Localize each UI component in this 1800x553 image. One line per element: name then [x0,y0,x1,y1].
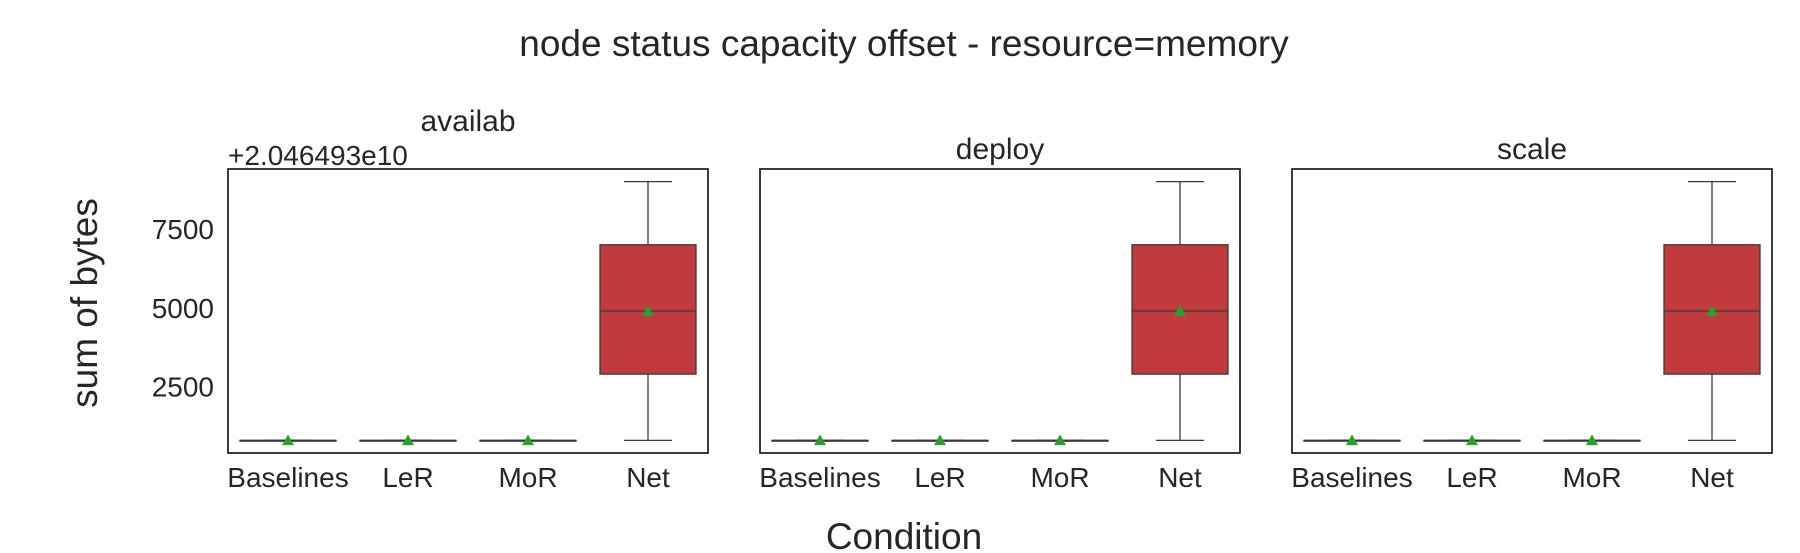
x-tick-label: MoR [1562,462,1621,493]
mean-marker [934,434,946,446]
mean-marker [814,434,826,446]
panel-title: scale [1497,133,1567,166]
x-tick-label: MoR [1030,462,1089,493]
mean-marker [1346,434,1358,446]
panel-title: availab [420,105,515,138]
chart-title: node status capacity offset - resource=m… [519,23,1289,64]
panel-frame [1291,168,1773,454]
mean-marker [1706,305,1718,316]
x-tick-label: LeR [914,462,965,493]
mean-marker [282,434,294,446]
y-offset-label: +2.046493e10 [228,140,408,171]
x-tick-label: Net [1158,462,1202,493]
x-tick-label: Net [626,462,670,493]
x-tick-label: Net [1690,462,1734,493]
panel-frame [759,168,1241,454]
x-tick-label: LeR [382,462,433,493]
x-axis-label: Condition [826,516,982,553]
x-tick-label: MoR [498,462,557,493]
mean-marker [1466,434,1478,446]
mean-marker [402,434,414,446]
y-axis-label: sum of bytes [64,198,105,408]
y-tick-label: 2500 [152,372,214,403]
x-tick-label: Baselines [1291,462,1412,493]
mean-marker [642,305,654,316]
mean-marker [1586,434,1598,446]
x-tick-label: LeR [1446,462,1497,493]
mean-marker [1174,305,1186,316]
mean-marker [522,434,534,446]
x-tick-label: Baselines [759,462,880,493]
y-tick-label: 5000 [152,293,214,324]
x-tick-label: Baselines [227,462,348,493]
mean-marker [1054,434,1066,446]
panel-title: deploy [956,133,1044,166]
box [1663,244,1761,375]
y-tick-label: 7500 [152,214,214,245]
panel-frame [227,168,709,454]
